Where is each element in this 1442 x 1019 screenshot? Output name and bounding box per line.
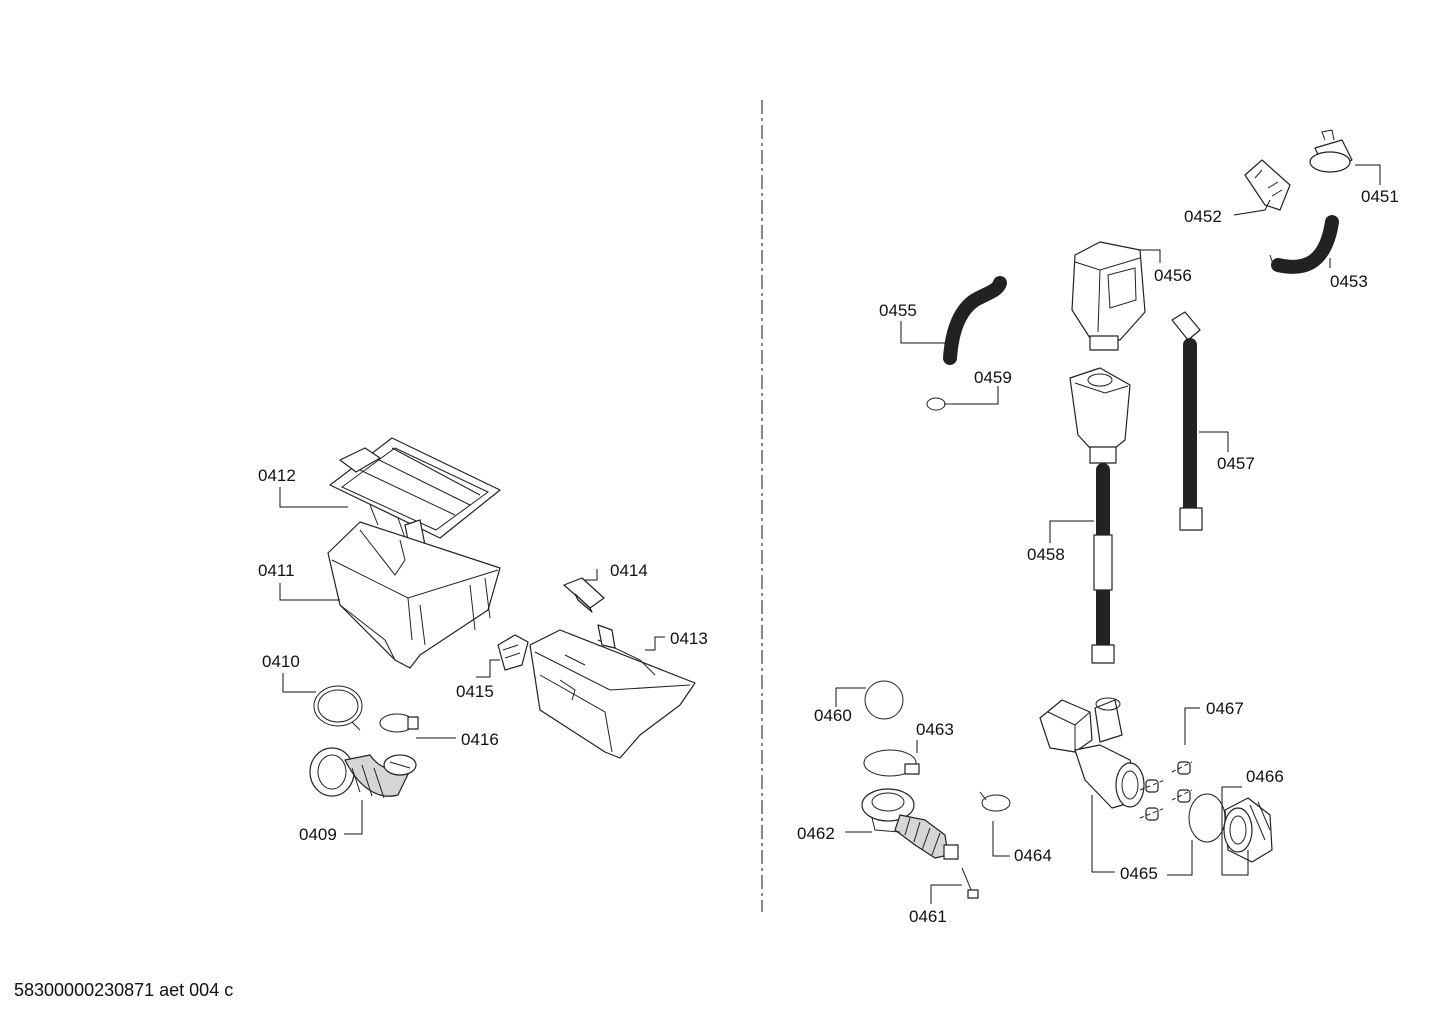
- part-0414-latch: [563, 577, 605, 613]
- part-0409-bellows-hose: [309, 747, 417, 799]
- label-0466: 0466: [1246, 767, 1284, 786]
- part-0455-hose: [943, 276, 1007, 365]
- label-0414: 0414: [610, 561, 648, 580]
- part-0413-detergent-drawer: [529, 624, 696, 759]
- part-0459-clip: [926, 397, 952, 411]
- label-0412: 0412: [258, 466, 296, 485]
- part-0452-bracket: [1244, 159, 1291, 211]
- part-0458-air-chamber: [1069, 367, 1131, 664]
- label-0465: 0465: [1120, 864, 1158, 883]
- label-0451: 0451: [1361, 187, 1399, 206]
- label-0409: 0409: [299, 825, 337, 844]
- document-id: 58300000230871 aet 004 c: [14, 980, 234, 1000]
- part-0416-hose-clamp: [379, 713, 419, 733]
- part-0462-sump-hose: [861, 788, 959, 860]
- label-0411: 0411: [258, 561, 295, 580]
- label-0462: 0462: [797, 824, 835, 843]
- part-0466-pump-filter: [1188, 793, 1273, 863]
- part-0457-corrugated-hose: [1171, 311, 1203, 531]
- part-0463-hose-clamp: [863, 749, 920, 777]
- part-0465-drain-pump: [1039, 697, 1145, 809]
- label-0410: 0410: [262, 652, 300, 671]
- part-0467-fasteners: [1139, 761, 1193, 821]
- label-0467: 0467: [1206, 699, 1244, 718]
- label-0458: 0458: [1027, 545, 1065, 564]
- part-0411-dispenser-housing: [327, 521, 501, 669]
- label-0460: 0460: [814, 706, 852, 725]
- part-0451-pressure-switch: [1309, 129, 1353, 173]
- label-0452: 0452: [1184, 207, 1222, 226]
- label-0456: 0456: [1154, 266, 1192, 285]
- label-0459: 0459: [974, 368, 1012, 387]
- label-0457: 0457: [1217, 454, 1255, 473]
- part-0456-valve-body: [1071, 241, 1146, 351]
- part-0415-insert: [497, 634, 529, 671]
- label-0415: 0415: [456, 682, 494, 701]
- part-0453-hose: [1269, 215, 1339, 274]
- label-0461: 0461: [909, 907, 947, 926]
- label-0413: 0413: [670, 629, 708, 648]
- label-0455: 0455: [879, 301, 917, 320]
- label-0453: 0453: [1330, 272, 1368, 291]
- part-0410-ring-clamp: [313, 685, 363, 731]
- part-0464-clip: [979, 791, 1011, 812]
- label-0416: 0416: [461, 730, 499, 749]
- part-0460-o-ring: [864, 680, 904, 720]
- part-0461-screw: [961, 867, 979, 899]
- label-0463: 0463: [916, 720, 954, 739]
- label-0464: 0464: [1014, 846, 1052, 865]
